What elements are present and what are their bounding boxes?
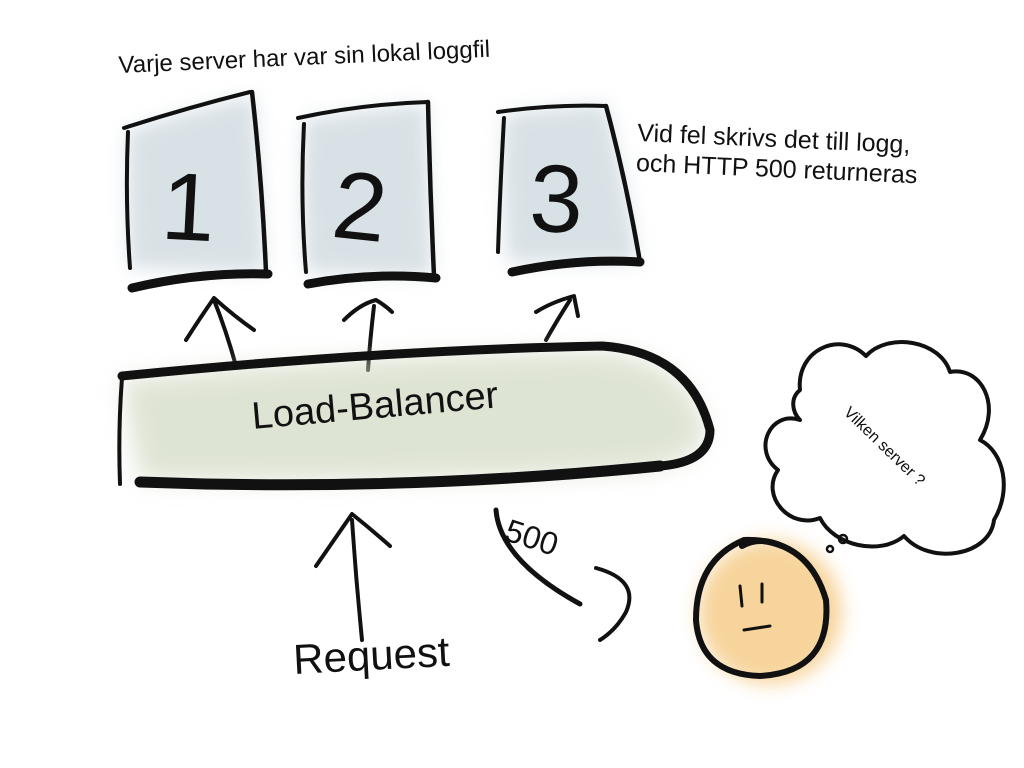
server-2: 2 bbox=[296, 99, 441, 289]
server-1-wash bbox=[127, 96, 265, 272]
server-1-base bbox=[127, 269, 273, 293]
server-3-number: 3 bbox=[528, 145, 585, 254]
face-wash bbox=[698, 540, 842, 684]
server-2-wash bbox=[302, 104, 432, 276]
arrow-to-server-1 bbox=[184, 296, 256, 368]
response-arrow bbox=[493, 507, 632, 642]
server-2-base bbox=[303, 271, 441, 289]
left-eye bbox=[738, 584, 744, 608]
thought-bubble-large bbox=[837, 533, 849, 545]
server-3-wash bbox=[502, 104, 638, 262]
thought-cloud bbox=[763, 340, 1006, 556]
request-label: Request bbox=[292, 627, 451, 683]
mouth bbox=[742, 624, 772, 632]
thought-cloud-outline bbox=[763, 340, 1006, 556]
load-balancer-wash bbox=[122, 352, 706, 481]
server-3-base bbox=[507, 256, 645, 277]
server-3: 3 bbox=[496, 103, 645, 277]
error-note: Vid fel skrivs det till logg, och HTTP 5… bbox=[635, 118, 919, 190]
confused-user bbox=[692, 536, 842, 684]
load-balancer bbox=[117, 341, 715, 491]
request-arrow bbox=[314, 512, 392, 642]
arrow-to-server-3 bbox=[534, 294, 580, 342]
server-1: 1 bbox=[122, 89, 273, 293]
server-2-number: 2 bbox=[328, 151, 392, 263]
face-outline bbox=[692, 536, 830, 680]
thought-bubble-small bbox=[825, 544, 835, 554]
server-1-number: 1 bbox=[159, 153, 218, 263]
